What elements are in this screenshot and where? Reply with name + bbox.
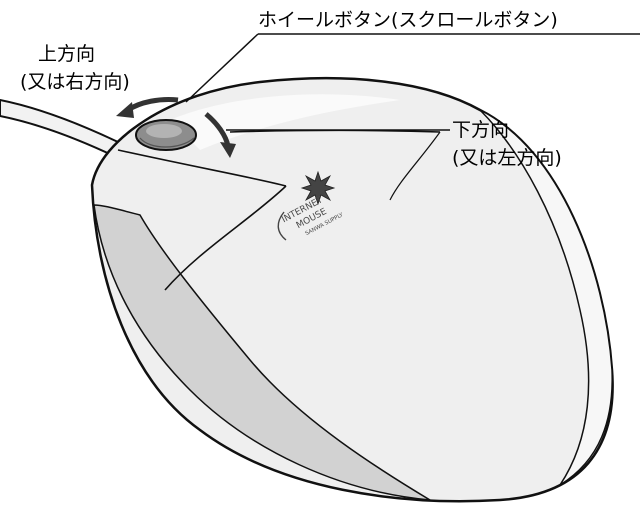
mouse-body <box>90 76 614 503</box>
scroll-wheel <box>135 119 197 151</box>
down-direction-label: 下方向 <box>452 119 510 141</box>
leader-lines <box>185 33 640 131</box>
up-direction-sub-label: (又は右方向) <box>20 71 130 93</box>
down-direction-sub-label: (又は左方向) <box>452 147 562 169</box>
up-direction-label: 上方向 <box>38 43 96 65</box>
starburst-icon <box>300 170 336 206</box>
mouse-cable <box>0 98 120 158</box>
wheel-button-label: ホイールボタン(スクロールボタン) <box>258 9 558 31</box>
down-direction-arrow-icon <box>204 112 236 158</box>
up-direction-arrow-icon <box>116 97 179 118</box>
